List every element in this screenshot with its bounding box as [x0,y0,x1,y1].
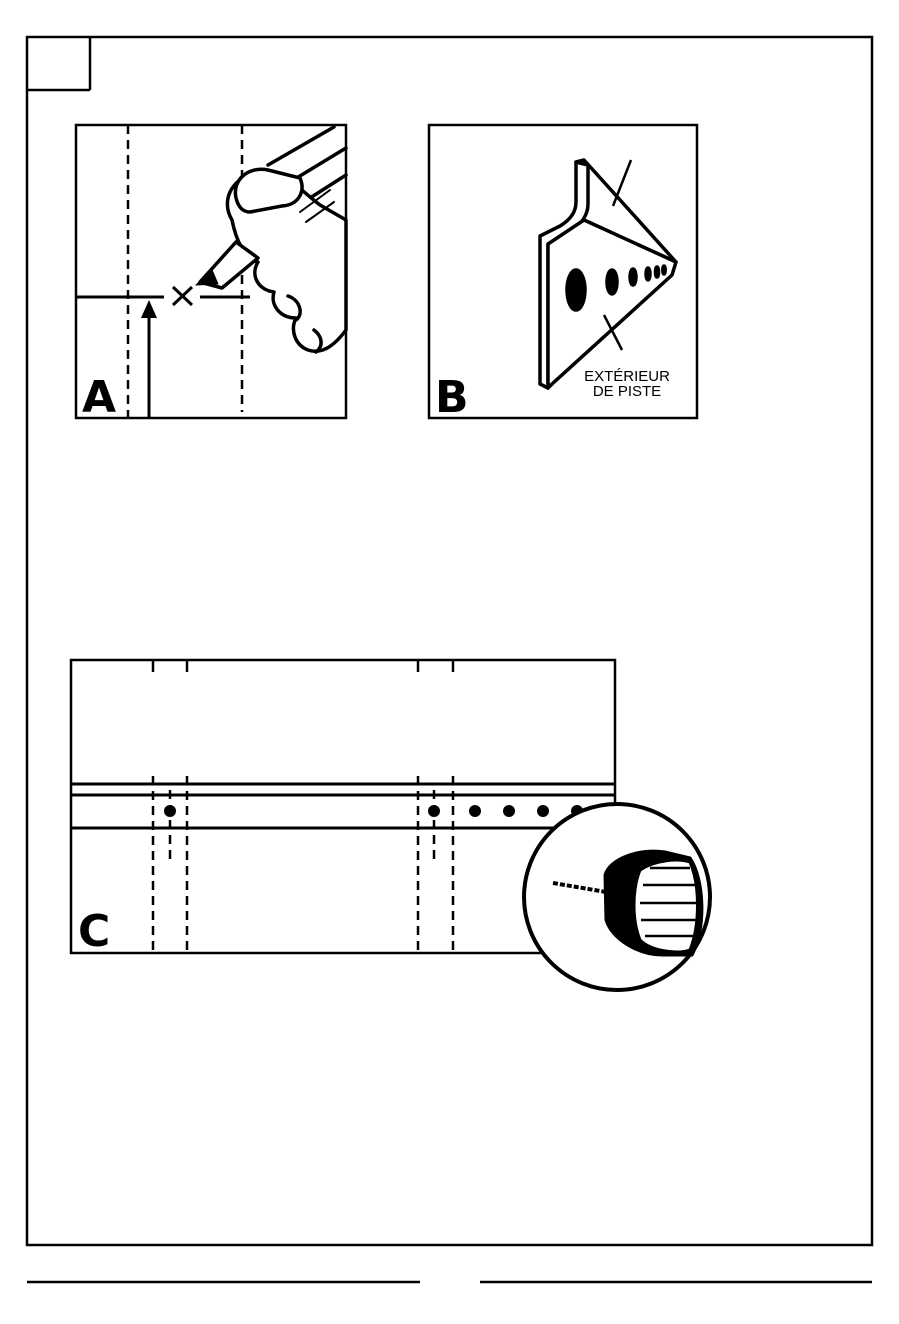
figure-a-letter: A [82,372,116,423]
figure-b: EXTÉRIEUR DE PISTE B [429,125,697,423]
drill-detail-icon [524,804,710,990]
page-number-tab [27,37,90,90]
figure-a: A [76,125,346,423]
figure-c-letter: C [78,906,110,957]
track-exterior-label-2: DE PISTE [593,383,661,400]
figure-b-letter: B [435,372,469,423]
